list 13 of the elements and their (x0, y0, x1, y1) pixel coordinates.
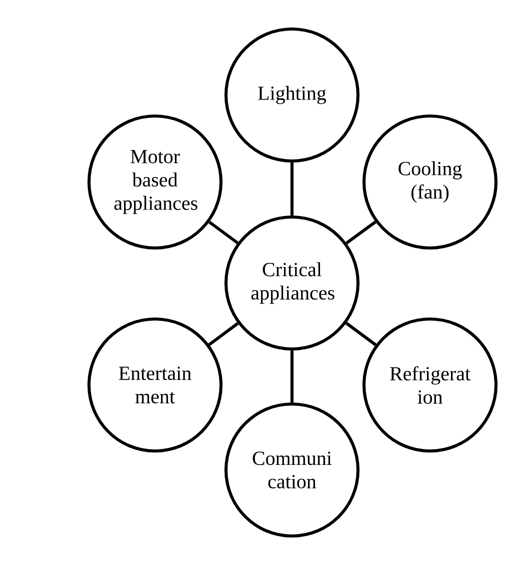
connector-line (290, 350, 294, 402)
connector-line (208, 220, 239, 244)
circle-node: Cooling (fan) (362, 114, 498, 250)
connector-line (208, 322, 239, 346)
connector-line (346, 220, 376, 244)
circle-node: Lighting (224, 27, 360, 163)
circle-node: Critical appliances (224, 215, 360, 351)
circle-node: Communi cation (224, 402, 360, 538)
circle-node: Refrigerat ion (362, 317, 498, 453)
connector-line (345, 322, 377, 346)
connector-line (290, 162, 294, 216)
circle-node: Motor based appliances (87, 114, 223, 250)
circle-node: Entertain ment (87, 317, 223, 453)
